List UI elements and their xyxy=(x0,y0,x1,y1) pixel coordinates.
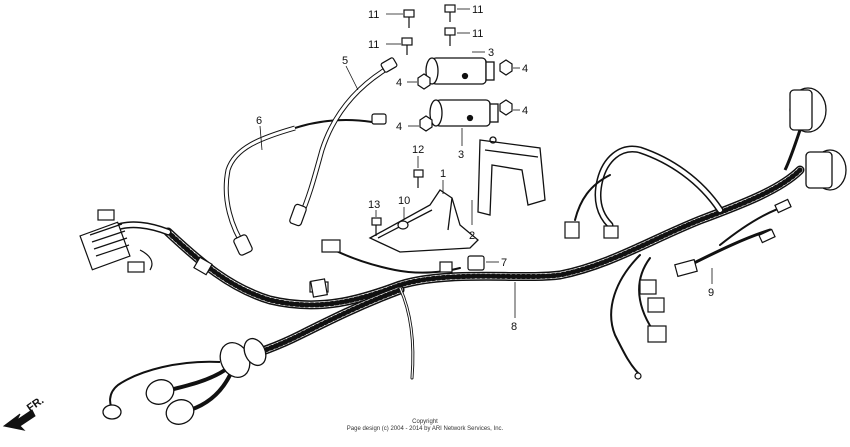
callout-12: 12 xyxy=(412,144,424,156)
callout-3-upper: 3 xyxy=(488,47,494,59)
front-arrow-icon xyxy=(2,409,36,431)
callout-4-c: 4 xyxy=(522,105,528,117)
callout-11-b: 11 xyxy=(472,4,483,16)
main-wire-harness xyxy=(111,145,805,380)
screw-12 xyxy=(413,169,424,188)
copyright-line-1: Copyright xyxy=(412,419,438,425)
leader-lines xyxy=(259,8,713,318)
right-harness-connectors xyxy=(564,198,792,380)
callout-1: 1 xyxy=(440,168,446,180)
harness-clamp xyxy=(193,256,328,298)
callout-13: 13 xyxy=(368,199,380,211)
relay-7 xyxy=(439,255,485,273)
callout-4-b: 4 xyxy=(522,63,528,75)
left-multi-pin-connector xyxy=(79,209,153,273)
callout-3-lower: 3 xyxy=(458,149,464,161)
ignition-coil-lower xyxy=(429,99,499,127)
callout-6: 6 xyxy=(256,115,262,127)
callout-11-a: 11 xyxy=(368,9,379,21)
callout-9: 9 xyxy=(708,287,714,299)
screw-13 xyxy=(371,217,382,236)
nut-4 xyxy=(417,59,513,132)
collar-10 xyxy=(397,220,409,230)
front-connector-cluster xyxy=(102,337,267,425)
ignition-coil-bracket xyxy=(477,136,546,216)
copyright-line-2: Page design (c) 2004 - 2014 by ARI Netwo… xyxy=(346,426,504,432)
callout-4-a: 4 xyxy=(396,77,402,89)
callout-7: 7 xyxy=(501,257,507,269)
handlebar-switch-lower xyxy=(805,149,847,191)
callout-5: 5 xyxy=(342,55,348,67)
callout-11-c: 11 xyxy=(472,28,483,40)
callout-2: 2 xyxy=(469,230,475,242)
spark-plug-lead xyxy=(223,119,373,256)
handlebar-switch-upper xyxy=(783,87,827,171)
callout-11-d: 11 xyxy=(368,39,379,51)
callout-labels: 11 11 11 11 5 3 4 4 4 4 3 6 12 1 2 13 10… xyxy=(256,4,714,333)
spark-plug-cap-lead xyxy=(289,57,398,227)
mounting-plate xyxy=(368,189,479,253)
bolt-11 xyxy=(401,4,456,55)
ignition-coil-upper xyxy=(425,57,495,85)
front-label: FR. xyxy=(25,394,46,414)
callout-8: 8 xyxy=(511,321,517,333)
callout-4-d: 4 xyxy=(396,121,402,133)
callout-10: 10 xyxy=(398,195,410,207)
